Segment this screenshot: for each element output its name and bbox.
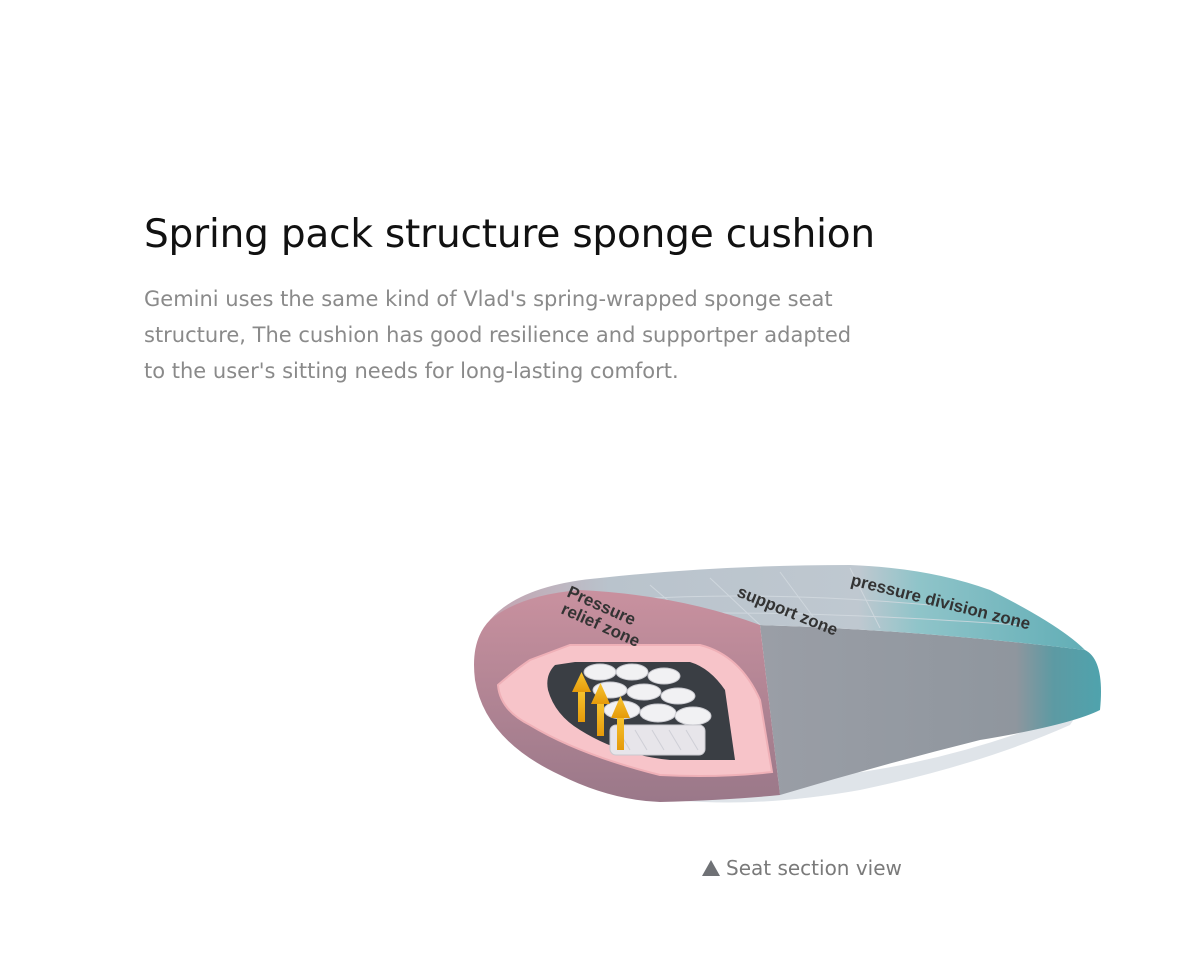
cushion-side [760,625,1101,795]
figure-caption: Seat section view [702,856,902,880]
pressure-arrows [572,672,630,750]
page-title: Spring pack structure sponge cushion [144,212,875,257]
seat-section-illustration: Pressure relief zone support zone pressu… [460,550,1120,830]
arrow-up-icon-1 [572,672,591,722]
caption-text: Seat section view [726,856,902,880]
arrow-up-icon-3 [611,696,630,750]
spring-pockets [583,663,712,756]
seat-cushion-svg: Pressure relief zone support zone pressu… [474,565,1101,803]
triangle-up-icon [702,860,720,876]
arrow-up-icon-2 [591,683,610,736]
section-description: Gemini uses the same kind of Vlad's spri… [144,287,852,383]
